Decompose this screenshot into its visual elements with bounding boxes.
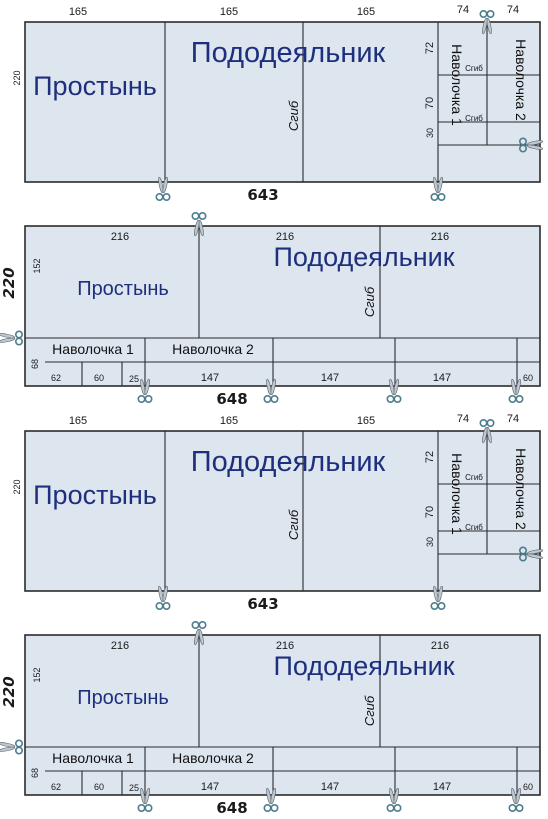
layout-b-panel-1: 216 216 216 220 152 Простынь Пододеяльни… [0, 212, 541, 408]
strip-height-dim: 68 [30, 359, 40, 369]
bottom-dim: 25 [129, 783, 139, 793]
bottom-dim: 25 [129, 374, 139, 384]
pillow-dim: 70 [424, 97, 436, 109]
bottom-dim: 147 [321, 781, 339, 793]
pillow1-label: Наволочка 1 [52, 341, 134, 357]
bottom-dim: 147 [201, 781, 219, 793]
top-dim: 165 [220, 415, 238, 427]
bottom-dim: 62 [51, 782, 61, 792]
top-dim: 74 [507, 4, 519, 16]
pillow-dim: 30 [425, 537, 435, 547]
pillow-fold-label: Сгиб [465, 64, 483, 73]
bottom-dim: 147 [321, 372, 339, 384]
fabric-piece [24, 634, 541, 796]
pillow1-label: Наволочка 1 [449, 453, 465, 535]
fold-label: Сгиб [286, 100, 301, 131]
top-dim: 165 [357, 6, 375, 18]
duvet-label: Пододеяльник [191, 37, 386, 69]
height-dim: 220 [12, 70, 22, 85]
layout-b-panel-2: 216 216 216 220 152 Простынь Пододеяльни… [0, 620, 541, 817]
pillow2-label: Наволочка 2 [172, 341, 254, 357]
total-length: 643 [247, 186, 278, 204]
top-dim: 216 [276, 231, 294, 243]
pillow-dim: 70 [424, 506, 436, 518]
fabric-piece [24, 430, 541, 592]
pillow-dim: 30 [425, 128, 435, 138]
bottom-dim: 60 [523, 782, 533, 792]
layout-a-panel-2: 165 165 165 74 74 220 Простынь Пододеяль… [12, 413, 544, 613]
top-dim: 216 [431, 231, 449, 243]
bottom-dim: 60 [523, 373, 533, 383]
duvet-label: Пододеяльник [191, 446, 386, 478]
total-length: 648 [216, 799, 247, 817]
fold-label: Сгиб [362, 695, 377, 726]
sheet-label: Простынь [33, 71, 157, 101]
sheet-label: Простынь [33, 480, 157, 510]
top-dim: 165 [220, 6, 238, 18]
duvet-label: Пододеяльник [273, 651, 454, 681]
height-dim: 220 [12, 479, 22, 494]
fabric-piece [24, 21, 541, 183]
bottom-dim: 147 [201, 372, 219, 384]
pillow-fold-label: Сгиб [465, 523, 483, 532]
top-dim: 165 [69, 6, 87, 18]
scissors-icon [0, 330, 24, 346]
top-dim: 74 [457, 413, 469, 425]
bottom-dim: 60 [94, 373, 104, 383]
fold-label: Сгиб [362, 286, 377, 317]
top-dim: 165 [357, 415, 375, 427]
bottom-dim: 60 [94, 782, 104, 792]
scissors-icon [0, 739, 24, 755]
pillow-fold-label: Сгиб [465, 114, 483, 123]
sheet-height-dim: 152 [32, 667, 42, 682]
sheet-height-dim: 152 [32, 258, 42, 273]
pillow-fold-label: Сгиб [465, 473, 483, 482]
total-length: 643 [247, 595, 278, 613]
pillow2-label: Наволочка 2 [513, 448, 529, 530]
top-dim: 216 [276, 640, 294, 652]
height-dim: 220 [0, 676, 18, 707]
top-dim: 216 [111, 231, 129, 243]
fabric-piece [24, 225, 541, 387]
bottom-dim: 147 [433, 372, 451, 384]
bottom-dim: 62 [51, 373, 61, 383]
pillow1-label: Наволочка 1 [52, 750, 134, 766]
total-length: 648 [216, 390, 247, 408]
strip-height-dim: 68 [30, 768, 40, 778]
pillow1-label: Наволочка 1 [449, 44, 465, 126]
bottom-dim: 147 [433, 781, 451, 793]
pillow2-label: Наволочка 2 [513, 39, 529, 121]
top-dim: 216 [431, 640, 449, 652]
pillow2-label: Наволочка 2 [172, 750, 254, 766]
height-dim: 220 [0, 267, 18, 298]
fold-label: Сгиб [286, 509, 301, 540]
sheet-label: Простынь [77, 278, 169, 300]
pillow-dim: 72 [424, 42, 436, 54]
top-dim: 74 [507, 413, 519, 425]
layout-a-panel-1: 165 165 165 74 74 220 Простынь Пододеяль… [12, 4, 544, 204]
top-dim: 216 [111, 640, 129, 652]
sheet-label: Простынь [77, 687, 169, 709]
pillow-dim: 72 [424, 451, 436, 463]
top-dim: 165 [69, 415, 87, 427]
top-dim: 74 [457, 4, 469, 16]
duvet-label: Пододеяльник [273, 242, 454, 272]
